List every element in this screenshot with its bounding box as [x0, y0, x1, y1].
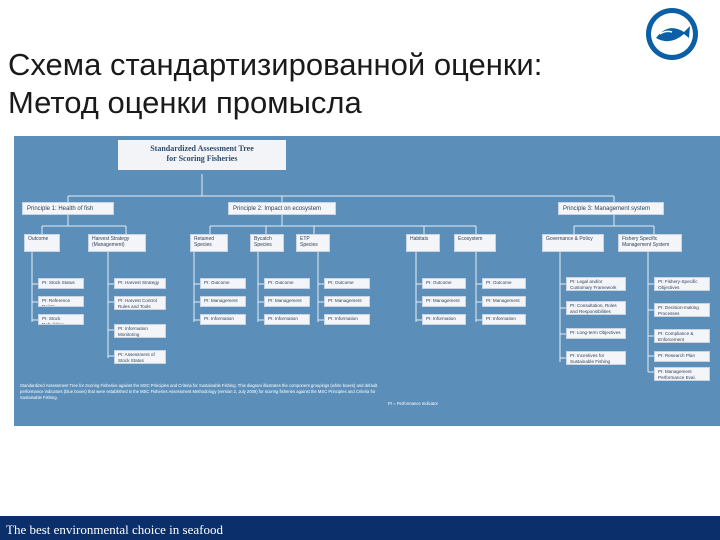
principle-1: Principle 1: Health of fish stock	[22, 202, 114, 215]
pi-research-plan: PI: Research Plan	[654, 351, 710, 362]
component-governance-policy: Governance & Policy	[542, 234, 604, 252]
pi-bycatch-outcome: PI: Outcome	[264, 278, 310, 289]
pi-stock-rebuilding: PI: Stock Rebuilding	[38, 314, 84, 325]
pi-etp-management: PI: Management	[324, 296, 370, 307]
diagram-caption: Standardized Assessment Tree for Scoring…	[20, 383, 378, 401]
pi-retained-outcome: PI: Outcome	[200, 278, 246, 289]
pi-incentives-sustainable-fishing: PI: Incentives for Sustainable Fishing	[566, 351, 626, 365]
pi-information-monitoring: PI: Information Monitoring	[114, 324, 166, 338]
pi-decision-making-processes: PI: Decision-making Processes	[654, 303, 710, 317]
pi-fishery-specific-objectives: PI: Fishery-Specific Objectives	[654, 277, 710, 291]
pi-legal-customary-framework: PI: Legal and/or Customary Framework	[566, 277, 626, 291]
pi-retained-management: PI: Management	[200, 296, 246, 307]
tree-title-line-2: for Scoring Fisheries	[166, 154, 238, 163]
pi-stock-status: PI: Stock Status	[38, 278, 84, 289]
component-etp-species: ETP Species	[296, 234, 330, 252]
component-fishery-specific-management: Fishery Specific Management System	[618, 234, 682, 252]
pi-compliance-enforcement: PI: Compliance & Enforcement	[654, 329, 710, 343]
tree-title: Standardized Assessment Tree for Scoring…	[118, 140, 286, 170]
pi-assessment-stock-status: PI: Assessment of Stock Status	[114, 350, 166, 364]
tree-title-line-1: Standardized Assessment Tree	[150, 144, 254, 153]
principle-2: Principle 2: Impact on ecosystem	[228, 202, 336, 215]
pi-etp-information: PI: Information	[324, 314, 370, 325]
pi-ecosystem-outcome: PI: Outcome	[482, 278, 526, 289]
footer-bar: The best environmental choice in seafood	[0, 516, 720, 540]
component-retained-species: Retained Species	[190, 234, 228, 252]
pi-habitats-management: PI: Management	[422, 296, 466, 307]
msc-logo	[626, 4, 714, 66]
slide-title-line-1: Схема стандартизированной оценки:	[8, 47, 543, 82]
pi-management-performance-evaluation: PI: Management Performance Eval.	[654, 367, 710, 381]
pi-ecosystem-management: PI: Management	[482, 296, 526, 307]
pi-long-term-objectives: PI: Long-term Objectives	[566, 328, 626, 339]
assessment-tree-diagram: Standardized Assessment Tree for Scoring…	[14, 136, 720, 426]
pi-reference-points: PI: Reference Points	[38, 296, 84, 307]
pi-consultation-roles: PI: Consultation, Roles and Responsibili…	[566, 301, 626, 315]
component-harvest-strategy: Harvest Strategy (Management)	[88, 234, 146, 252]
component-ecosystem: Ecosystem	[454, 234, 496, 252]
pi-bycatch-management: PI: Management	[264, 296, 310, 307]
slide-title-line-2: Метод оценки промысла	[8, 85, 362, 120]
principle-3: Principle 3: Management system	[558, 202, 664, 215]
pi-etp-outcome: PI: Outcome	[324, 278, 370, 289]
pi-ecosystem-information: PI: Information	[482, 314, 526, 325]
component-bycatch-species: Bycatch Species	[250, 234, 284, 252]
pi-habitats-information: PI: Information	[422, 314, 466, 325]
pi-harvest-control-rules: PI: Harvest Control Rules and Tools	[114, 296, 166, 310]
connector-lines	[31, 174, 655, 373]
pi-key-note: PI = Performance Indicator	[388, 401, 438, 406]
pi-harvest-strategy: PI: Harvest Strategy	[114, 278, 166, 289]
slide-title: Схема стандартизированной оценки: Метод …	[8, 46, 608, 122]
component-habitats: Habitats	[406, 234, 440, 252]
component-outcome: Outcome	[24, 234, 60, 252]
pi-habitats-outcome: PI: Outcome	[422, 278, 466, 289]
pi-retained-information: PI: Information	[200, 314, 246, 325]
pi-bycatch-information: PI: Information	[264, 314, 310, 325]
footer-tagline: The best environmental choice in seafood	[6, 522, 223, 537]
msc-fish-logo-icon	[646, 8, 698, 60]
